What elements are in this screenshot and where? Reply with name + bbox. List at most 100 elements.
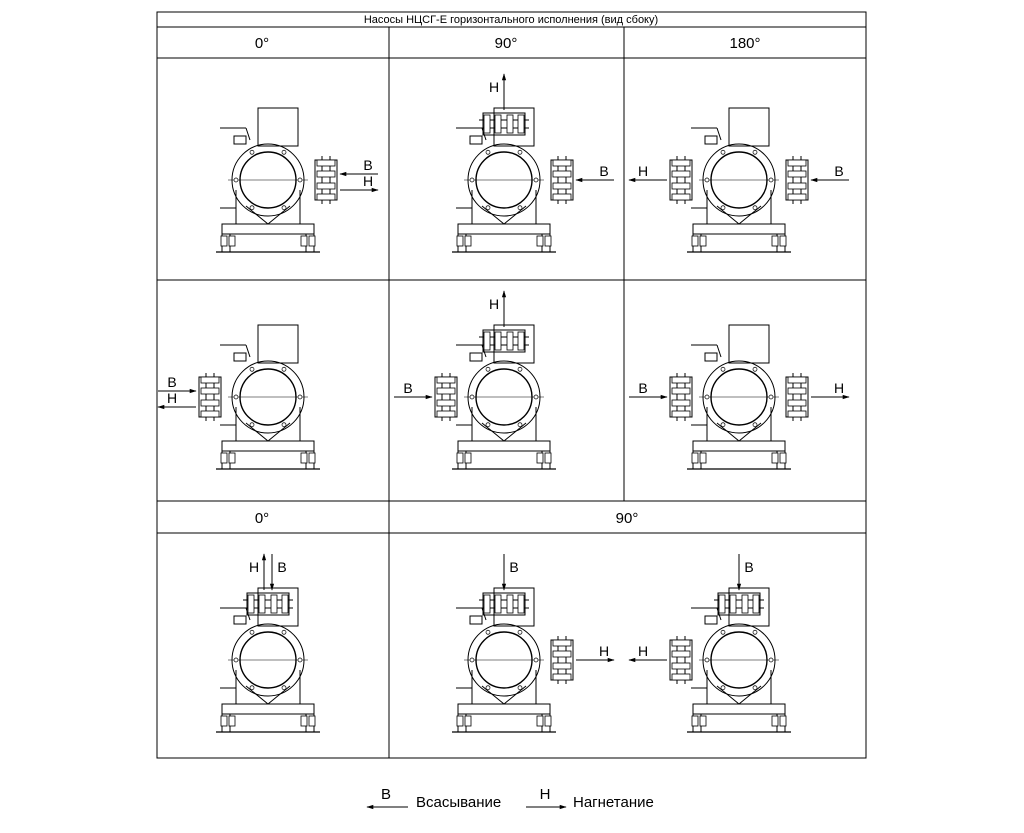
flange-bolt xyxy=(552,182,572,190)
header-180deg: 180° xyxy=(729,35,760,52)
flange-bolt xyxy=(200,387,220,395)
casing-bolt xyxy=(281,205,287,211)
inlet-pipe xyxy=(245,127,251,141)
casing-bolt xyxy=(517,366,523,372)
flange-bolt xyxy=(316,170,336,178)
pump-r2c1: ВН xyxy=(157,324,320,470)
flange-bolt xyxy=(552,193,572,201)
pump-r1c2: НВ xyxy=(452,73,614,253)
support-rib xyxy=(716,422,762,442)
discharge-label: Н xyxy=(599,643,609,659)
anchor-bolt xyxy=(699,452,707,464)
support-rib xyxy=(245,205,291,225)
casing-bolt xyxy=(233,394,239,400)
motor-box xyxy=(728,324,770,364)
casing-bolt xyxy=(297,657,303,663)
pump-base xyxy=(692,223,786,235)
support-rib xyxy=(245,422,291,442)
casing-bolt xyxy=(233,657,239,663)
casing-bolt xyxy=(485,149,491,155)
inlet-pipe xyxy=(716,344,722,358)
legend: В Всасывание Н Нагнетание xyxy=(366,786,654,811)
anchor-bolt xyxy=(228,715,236,727)
flange-bolt xyxy=(787,399,807,407)
anchor-bolt xyxy=(456,715,464,727)
suction-label: В xyxy=(744,559,753,575)
casing-bolt xyxy=(720,685,726,691)
discharge-label: Н xyxy=(249,559,259,575)
flange-bolt xyxy=(787,410,807,418)
casing-bolt xyxy=(704,177,710,183)
pump-r3c3: ВН xyxy=(628,554,791,733)
anchor-bolt xyxy=(308,715,316,727)
anchor-bolt xyxy=(691,235,699,247)
inlet-pipe xyxy=(716,127,722,141)
flange-bolt xyxy=(552,673,572,681)
suction-label: В xyxy=(363,157,372,173)
support-rib xyxy=(481,422,527,442)
casing-bolt xyxy=(485,685,491,691)
top-flange-body xyxy=(246,592,290,616)
casing-bolt xyxy=(485,205,491,211)
top-flange-bolt xyxy=(506,331,514,351)
top-flange-bolt xyxy=(247,594,255,614)
flange-bolt xyxy=(671,182,691,190)
anchor-bolt xyxy=(228,452,236,464)
top-flange-body xyxy=(482,112,526,136)
suction-label: В xyxy=(277,559,286,575)
top-flange-bolt xyxy=(718,594,726,614)
flange-bolt xyxy=(552,662,572,670)
casing-bolt xyxy=(281,366,287,372)
flange-bolt xyxy=(552,159,572,167)
flange-bolt xyxy=(787,387,807,395)
suction-label: В xyxy=(509,559,518,575)
flange-bolt xyxy=(787,182,807,190)
casing-bolt xyxy=(704,394,710,400)
inlet-fitting xyxy=(704,352,718,362)
casing-bolt xyxy=(752,422,758,428)
anchor-bolt xyxy=(771,452,779,464)
top-flange-bolt xyxy=(752,594,760,614)
flange-bolt xyxy=(316,159,336,167)
casing-bolt xyxy=(485,629,491,635)
suction-label: В xyxy=(403,380,412,396)
flange-bolt xyxy=(200,399,220,407)
motor-box xyxy=(728,107,770,147)
discharge-label: Н xyxy=(638,643,648,659)
flange-bolt xyxy=(671,170,691,178)
top-flange-bolt xyxy=(517,114,525,134)
casing-bolt xyxy=(233,177,239,183)
flange-bolt xyxy=(787,159,807,167)
top-flange-bolt xyxy=(729,594,737,614)
support-rib xyxy=(716,205,762,225)
anchor-bolt xyxy=(464,715,472,727)
top-flange-body xyxy=(482,592,526,616)
top-flange-bolt xyxy=(258,594,266,614)
anchor-bolt xyxy=(308,235,316,247)
discharge-label: Н xyxy=(167,390,177,406)
flange-bolt xyxy=(671,673,691,681)
casing-bolt xyxy=(533,394,539,400)
flange-bolt xyxy=(200,376,220,384)
pump-base xyxy=(692,703,786,715)
anchor-bolt xyxy=(536,715,544,727)
casing-bolt xyxy=(297,394,303,400)
flange-bolt xyxy=(787,376,807,384)
casing-bolt xyxy=(752,366,758,372)
casing-bolt xyxy=(720,205,726,211)
flange-bolt xyxy=(671,376,691,384)
casing-bolt xyxy=(768,657,774,663)
top-flange-bolt xyxy=(494,331,502,351)
pump-base xyxy=(221,703,315,715)
anchor-bolt xyxy=(456,235,464,247)
legend-discharge: Н Нагнетание xyxy=(526,786,654,811)
flange-bolt xyxy=(671,662,691,670)
flange-bolt xyxy=(671,387,691,395)
inlet-fitting xyxy=(233,135,247,145)
anchor-bolt xyxy=(464,235,472,247)
pump-base xyxy=(692,440,786,452)
pump-base xyxy=(457,703,551,715)
legend-suction: В Всасывание xyxy=(366,786,501,811)
